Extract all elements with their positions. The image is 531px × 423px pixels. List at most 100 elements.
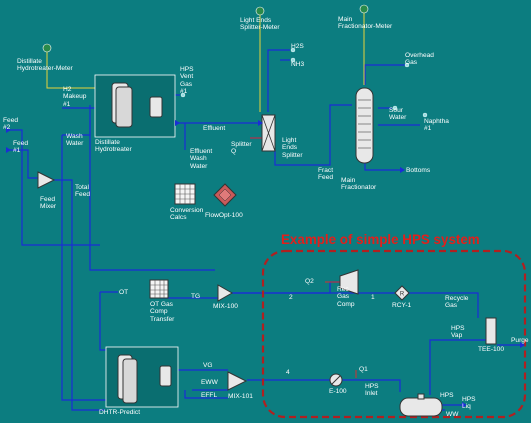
flowopt-100[interactable]	[213, 183, 237, 207]
purge-label: Purge	[511, 337, 529, 344]
effl-label: EFFL	[201, 392, 218, 399]
hpsvent-port-icon	[180, 92, 186, 98]
light-ends-meter-icon[interactable]	[255, 6, 265, 16]
stream-arrow-icon	[462, 402, 467, 408]
rec-gas-comp-label: Rec Gas Comp	[337, 286, 355, 308]
h2s-port-icon	[290, 47, 296, 53]
sour-water-label: Sour Water	[389, 107, 407, 122]
stream-hps-vap[interactable]	[429, 339, 486, 395]
hps-vap-label: HPS Vap	[451, 325, 465, 340]
stream-arrow-icon	[258, 120, 263, 126]
stream-ot-comp[interactable]	[99, 292, 106, 351]
stream-arrow-icon	[400, 167, 405, 173]
mix-101[interactable]	[227, 371, 248, 391]
stream-effl[interactable]	[184, 390, 228, 399]
stream-bottoms[interactable]	[364, 163, 400, 171]
ww-label: WW	[446, 411, 459, 418]
hps-label: HPS	[440, 392, 454, 399]
ot-gas-comp-label: OT Gas Comp Transfer	[150, 301, 175, 323]
h2s-label: H2S	[291, 43, 304, 50]
main-fractionator-meter-label: Main Fractionator-Meter	[338, 16, 393, 31]
e100-label: E-100	[329, 388, 347, 395]
mix-100[interactable]	[217, 284, 234, 302]
tee-100[interactable]	[485, 317, 497, 345]
stream-washwater[interactable]	[62, 105, 91, 136]
nh3-label: NH3	[291, 61, 305, 68]
overhead-gas-label: Overhead Gas	[405, 52, 434, 67]
stream-feed1[interactable]	[6, 149, 38, 179]
stream-feed2[interactable]	[6, 129, 100, 246]
stream-arrow-icon	[6, 147, 11, 153]
nh3-port-icon	[290, 57, 296, 63]
splitter-q-label: Splitter Q	[231, 141, 252, 156]
flowopt-label: FlowOpt-100	[205, 212, 243, 219]
conversion-calcs-label: Conversion Calcs	[170, 207, 204, 222]
e-100-exchanger[interactable]	[329, 373, 343, 387]
main-fractionator-label: Main Fractionator	[341, 177, 377, 192]
dhtr-predict-label: DHTR-Predict	[99, 409, 141, 416]
light-ends-meter-label: Light Ends Splitter-Meter	[240, 17, 280, 32]
feed1-label: Feed #1	[13, 140, 29, 155]
main-fractionator-meter-icon[interactable]	[359, 4, 369, 14]
eww-label: EWW	[201, 379, 218, 386]
stream-1[interactable]	[354, 282, 395, 294]
feed-mixer[interactable]	[37, 171, 56, 189]
naphtha-label: Naphtha #1	[424, 118, 449, 133]
stream-hps-inlet[interactable]	[342, 379, 401, 392]
hps-separator[interactable]	[399, 393, 443, 417]
distillate-meter-icon[interactable]	[42, 43, 52, 53]
overhead-port-icon	[404, 62, 410, 68]
stream-arrow-icon	[175, 120, 180, 126]
stream-fract-feed[interactable]	[274, 104, 352, 166]
hps-liq-label: HPS Liq	[462, 396, 476, 411]
effluent-label: Effluent	[203, 125, 226, 132]
stream-arrow-icon	[6, 127, 11, 133]
hps-example-box	[261, 249, 527, 419]
stream-washwater-down[interactable]	[61, 135, 118, 401]
conversion-calcs-spreadsheet[interactable]	[174, 183, 196, 205]
bottoms-label: Bottoms	[406, 167, 431, 174]
hps-vent-gas-label: HPS Vent Gas #1	[180, 66, 194, 96]
stream-dht-recycle[interactable]	[89, 120, 215, 271]
ot-gas-comp-spreadsheet[interactable]	[149, 279, 169, 299]
stream-mixer-out[interactable]	[54, 179, 105, 411]
tg-label: TG	[191, 293, 201, 300]
distillate-hydrotreater-block[interactable]	[94, 74, 176, 138]
distillate-hydrotreater-label: Distillate Hydrotreater	[95, 139, 132, 154]
recycle-gas-label: Recycle Gas	[445, 295, 469, 310]
stream-4-label: 4	[286, 369, 290, 376]
ot-label: OT	[119, 289, 129, 296]
rcy1-label: RCY-1	[392, 302, 412, 309]
effluent-wash-water-label: Effluent Wash Water	[190, 148, 213, 170]
tee100-label: TEE-100	[478, 346, 505, 353]
dhtr-predict-block[interactable]	[105, 346, 179, 408]
stream-mix100-out[interactable]	[232, 281, 340, 294]
hps-inlet-label: HPS Inlet	[365, 383, 379, 398]
svg-text:R: R	[400, 292, 405, 298]
total-feed-label: Total Feed	[75, 184, 91, 199]
feed-mixer-label: Feed Mixer	[40, 196, 57, 211]
wash-water-label: Wash Water	[66, 133, 84, 148]
stream-1-label: 1	[371, 294, 375, 301]
q2-label: Q2	[305, 278, 314, 285]
hps-example-title: Example of simple HPS system	[281, 232, 480, 247]
rec-gas-compressor[interactable]	[339, 269, 359, 295]
mix100-label: MIX-100	[213, 303, 238, 310]
stream-2-label: 2	[289, 294, 293, 301]
vg-label: VG	[203, 362, 213, 369]
naphtha-port-icon	[422, 112, 428, 118]
fract-feed-label: Fract Feed	[318, 167, 334, 182]
stream-overhead[interactable]	[364, 64, 405, 85]
distillate-meter-label: Distillate Hydrotreater-Meter	[17, 58, 73, 73]
sourwater-port-icon	[392, 105, 398, 111]
feed2-label: Feed #2	[3, 117, 19, 132]
light-ends-splitter[interactable]	[261, 114, 276, 152]
rcy-1[interactable]: R	[394, 285, 410, 301]
q1-label: Q1	[359, 366, 368, 373]
stream-h2s[interactable]	[267, 49, 290, 112]
main-fractionator[interactable]	[355, 87, 374, 164]
stream-recycle-gas[interactable]	[408, 292, 479, 318]
light-ends-splitter-label: Light Ends Splitter	[282, 137, 303, 159]
mix101-label: MIX-101	[228, 393, 253, 400]
